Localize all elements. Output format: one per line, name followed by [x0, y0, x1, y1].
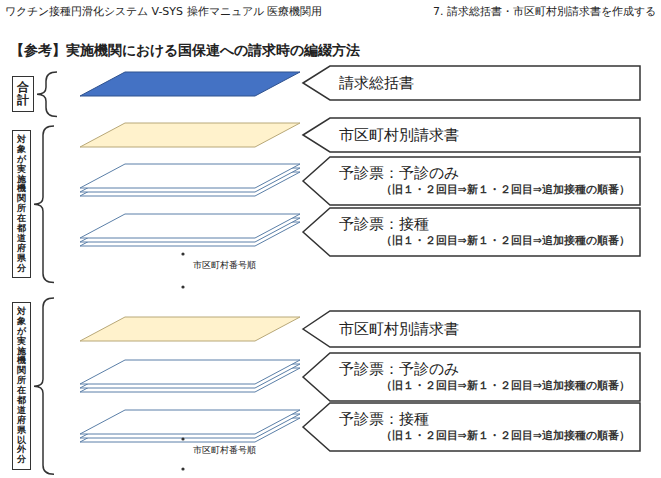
order-note: 市区町村番号順 [193, 444, 256, 457]
page-header: ワクチン接種円滑化システム V-SYS 操作マニュアル 医療機関用 [5, 4, 322, 19]
diagram-title: 【参考】実施機関における国保連への請求時の編綴方法 [10, 42, 360, 60]
node-note: （旧１・２回目⇒新１・２回目⇒追加接種の順番） [339, 234, 630, 248]
node-note: （旧１・２回目⇒新１・２回目⇒追加接種の順番） [339, 379, 630, 393]
document-sheet [80, 214, 300, 238]
group-label: 対象が実施機関所在都道府県分 [12, 130, 31, 278]
arrow-callout: 市区町村別請求書 [303, 118, 640, 152]
node-title: 予診票：予診のみ [339, 360, 630, 379]
node-title: 予診票：接種 [339, 410, 630, 429]
arrow-callout: 請求総括書 [303, 66, 640, 100]
document-sheet [80, 123, 300, 147]
arrow-callout: 予診票：予診のみ（旧１・２回目⇒新１・２回目⇒追加接種の順番） [303, 353, 640, 401]
callout-shape [303, 157, 640, 205]
document-sheet [80, 360, 300, 384]
section-header: 7. 請求総括書・市区町村別請求書を作成する [433, 4, 656, 19]
document-sheet [80, 410, 300, 434]
brace [37, 72, 57, 116]
callout-shape [303, 353, 640, 401]
node-title: 対象が実施機関所在都道府県以外分 [17, 307, 26, 465]
node-title: 対象が実施機関所在都道府県分 [17, 135, 26, 273]
arrow-callout: 予診票：予診のみ（旧１・２回目⇒新１・２回目⇒追加接種の順番） [303, 157, 640, 205]
brace [34, 126, 54, 282]
node-title: 合計 [17, 81, 29, 107]
arrow-callout: 予診票：接種（旧１・２回目⇒新１・２回目⇒追加接種の順番） [303, 403, 640, 451]
document-sheet [80, 72, 300, 96]
callout-shape [303, 66, 640, 100]
node-title: 市区町村別請求書 [339, 320, 630, 339]
node-title: 予診票：接種 [339, 215, 630, 234]
node-title: 市区町村別請求書 [339, 126, 630, 145]
group-label: 対象が実施機関所在都道府県以外分 [12, 302, 31, 470]
arrow-callout: 予診票：接種（旧１・２回目⇒新１・２回目⇒追加接種の順番） [303, 208, 640, 256]
callout-shape [303, 311, 640, 347]
brace [34, 298, 54, 474]
node-note: （旧１・２回目⇒新１・２回目⇒追加接種の順番） [339, 429, 630, 443]
arrow-callout: 市区町村別請求書 [303, 311, 640, 347]
document-sheet [80, 164, 300, 188]
callout-shape [303, 208, 640, 256]
ellipsis-dot [181, 285, 184, 288]
callout-shape [303, 403, 640, 451]
node-title: 請求総括書 [339, 74, 630, 93]
ellipsis-dot [181, 467, 184, 470]
document-sheet [80, 317, 300, 341]
node-title: 予診票：予診のみ [339, 164, 630, 183]
callout-shape [303, 118, 640, 152]
group-label: 合計 [12, 76, 34, 112]
node-note: （旧１・２回目⇒新１・２回目⇒追加接種の順番） [339, 183, 630, 197]
ellipsis-dot [181, 437, 184, 440]
order-note: 市区町村番号順 [193, 259, 256, 272]
ellipsis-dot [181, 252, 184, 255]
